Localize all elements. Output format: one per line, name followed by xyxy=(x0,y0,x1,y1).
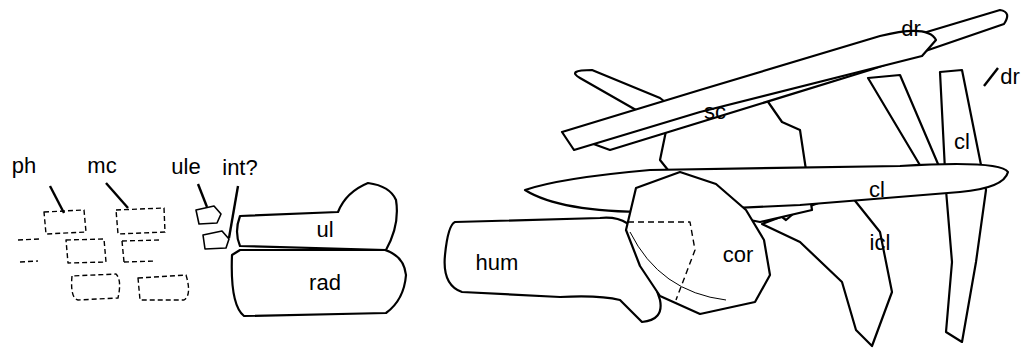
dermal-bone-top xyxy=(562,31,936,150)
part-label: ph xyxy=(12,155,36,177)
part-label: dr xyxy=(1000,66,1020,88)
clavicle xyxy=(525,164,1008,212)
part-label: cl xyxy=(869,179,885,201)
intermedium xyxy=(203,231,229,249)
part-label: ul xyxy=(316,219,333,241)
ulna xyxy=(237,183,397,250)
part-label: icl xyxy=(870,232,891,254)
part-label: dr xyxy=(901,18,921,40)
part-label: sc xyxy=(704,101,726,123)
clavicle-right xyxy=(940,70,986,342)
part-label: hum xyxy=(476,252,519,274)
part-label: ule xyxy=(171,156,200,178)
coracoid xyxy=(626,172,770,314)
part-label: cl xyxy=(954,131,970,153)
ulnare xyxy=(196,206,221,224)
part-label: int? xyxy=(222,157,257,179)
part-label: mc xyxy=(87,155,116,177)
part-label: rad xyxy=(309,272,341,294)
part-label: cor xyxy=(723,244,754,266)
leader-lines xyxy=(50,68,998,238)
phalanges-metacarpals xyxy=(18,208,189,300)
radius xyxy=(232,250,406,316)
